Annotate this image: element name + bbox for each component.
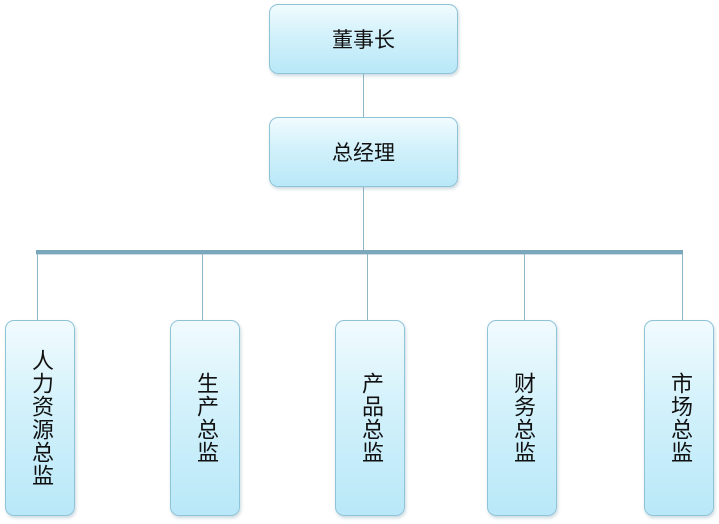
director-node-hr: 人力资源总监 bbox=[5, 320, 75, 516]
director-label-product: 产品总监 bbox=[358, 372, 383, 464]
director-label-production: 生产总监 bbox=[193, 372, 218, 464]
director-node-product: 产品总监 bbox=[335, 320, 405, 516]
connector-chairman-ceo bbox=[363, 73, 364, 118]
chairman-label: 董事长 bbox=[332, 28, 395, 52]
director-node-finance: 财务总监 bbox=[487, 320, 557, 516]
connector-ceo-bus bbox=[363, 185, 364, 251]
director-node-marketing: 市场总监 bbox=[644, 320, 714, 516]
director-label-hr: 人力资源总监 bbox=[28, 349, 53, 487]
ceo-node: 总经理 bbox=[269, 117, 458, 187]
connector-drop-hr bbox=[37, 254, 38, 320]
chairman-node: 董事长 bbox=[269, 4, 458, 74]
ceo-label: 总经理 bbox=[332, 141, 395, 165]
connector-drop-finance bbox=[524, 254, 525, 320]
director-node-production: 生产总监 bbox=[170, 320, 240, 516]
connector-drop-product bbox=[367, 254, 368, 320]
director-label-marketing: 市场总监 bbox=[667, 372, 692, 464]
connector-drop-marketing bbox=[682, 254, 683, 320]
director-label-finance: 财务总监 bbox=[510, 372, 535, 464]
connector-bus bbox=[36, 250, 683, 254]
connector-drop-production bbox=[202, 254, 203, 320]
